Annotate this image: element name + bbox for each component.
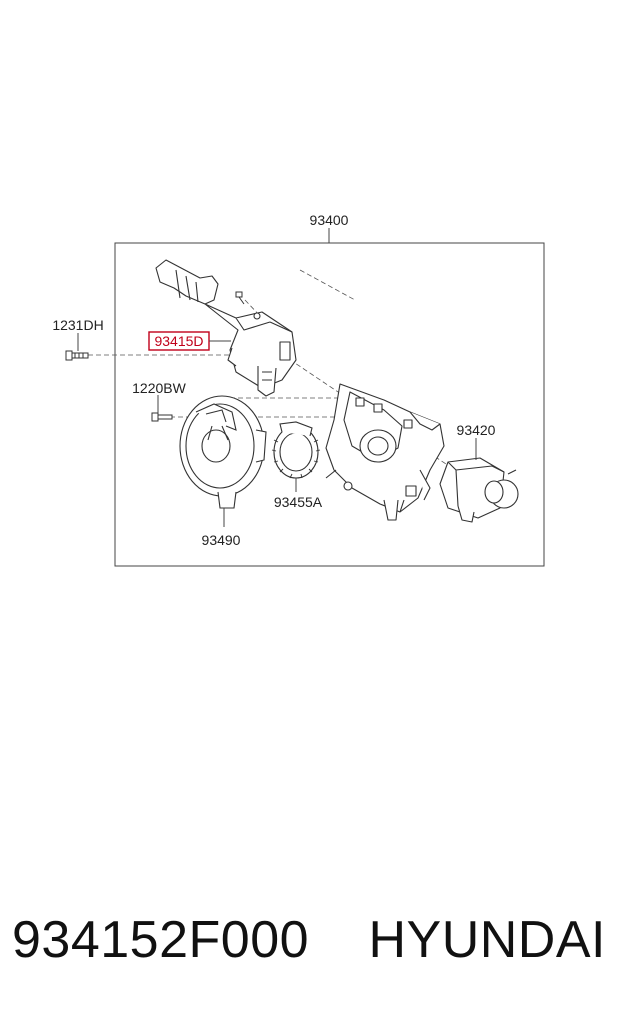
- switch-screw: [235, 291, 245, 305]
- label-93490: 93490: [202, 532, 241, 548]
- parts-diagram: 93400 1231DH 93415D 1220BW 93420 93455A …: [52, 212, 545, 567]
- label-93455a: 93455A: [274, 494, 323, 510]
- bolt-1220bw: [151, 412, 173, 422]
- label-1231dh: 1231DH: [52, 317, 103, 333]
- part-caption: 934152F000 HYUNDAI: [0, 900, 620, 980]
- clock-spring: [179, 395, 267, 509]
- bolt-1231dh: [65, 350, 89, 361]
- brand-name: HYUNDAI: [368, 911, 606, 969]
- wiper-switch: [439, 457, 519, 523]
- label-93420: 93420: [457, 422, 496, 438]
- label-93400: 93400: [310, 212, 349, 228]
- column-body: [325, 383, 445, 521]
- label-1220bw: 1220BW: [132, 380, 186, 396]
- part-number: 934152F000: [12, 911, 310, 969]
- steering-ring: [271, 421, 321, 479]
- lighting-switch: [155, 259, 297, 397]
- label-93415d[interactable]: 93415D: [154, 333, 203, 349]
